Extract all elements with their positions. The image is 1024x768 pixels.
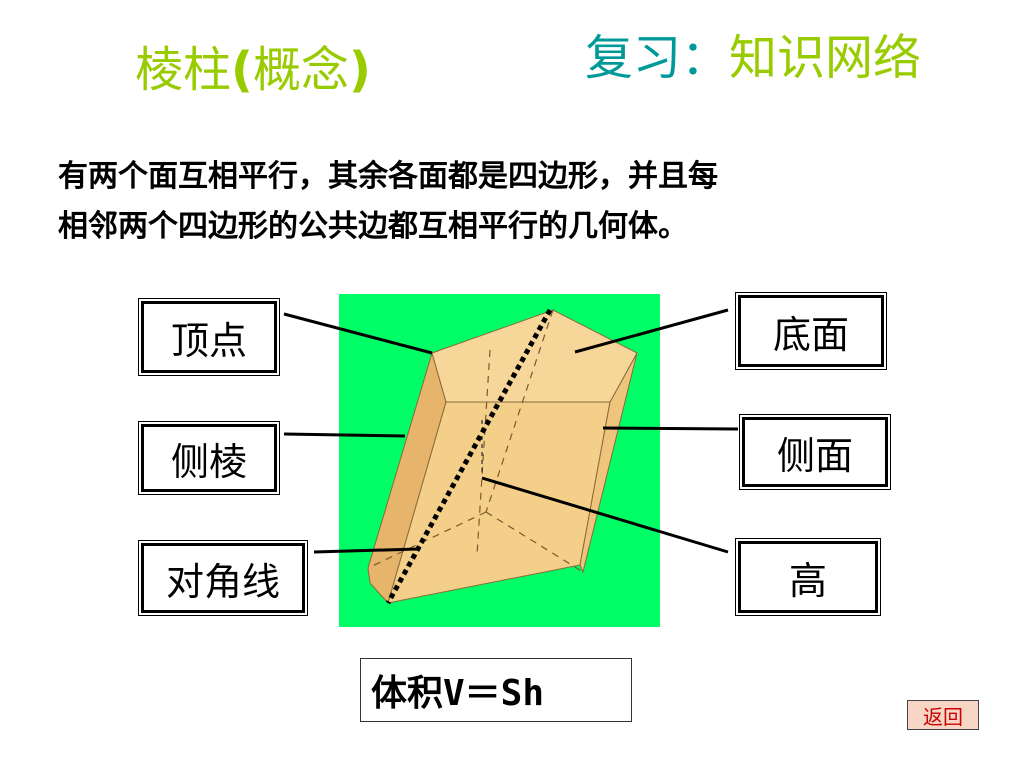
- label-lateral-face: 侧面: [739, 414, 891, 490]
- pointer-vertex: [283, 312, 433, 355]
- label-lateral-edge: 侧棱: [138, 421, 280, 495]
- hidden-edge-4: [485, 511, 584, 573]
- hidden-edge-2: [485, 309, 554, 513]
- definition-text: 有两个面互相平行，其余各面都是四边形，并且每 相邻两个四边形的公共边都互相平行的…: [58, 152, 958, 252]
- definition-line-1: 有两个面互相平行，其余各面都是四边形，并且每: [58, 159, 718, 194]
- volume-formula: 体积V＝Sh: [360, 658, 632, 722]
- label-height: 高: [735, 538, 881, 616]
- title-open-paren: (: [231, 42, 253, 98]
- diagonal-line: [385, 308, 553, 605]
- back-button[interactable]: 返回: [907, 700, 979, 730]
- pointer-lateral-face: [602, 426, 739, 431]
- pointer-diagonal: [313, 547, 419, 554]
- page-title: 棱柱(概念): [135, 30, 435, 110]
- review-heading: 复习：知识网络: [585, 18, 1005, 98]
- hidden-edge-1: [476, 349, 491, 556]
- hidden-edge-3: [367, 511, 487, 569]
- title-word: 概念: [252, 42, 349, 98]
- label-base: 底面: [735, 292, 887, 370]
- label-vertex: 顶点: [138, 298, 280, 376]
- prism-top-face: [431, 309, 638, 403]
- pointer-height: [481, 476, 729, 554]
- label-diagonal: 对角线: [138, 540, 308, 616]
- definition-line-2: 相邻两个四边形的公共边都互相平行的几何体。: [58, 209, 688, 244]
- pointer-base: [574, 308, 729, 354]
- title-prefix: 棱柱: [135, 42, 232, 98]
- pointer-lateral-edge: [283, 432, 406, 438]
- title-close-paren: ): [348, 42, 371, 98]
- review-heading-part1: 复习：: [585, 30, 730, 86]
- review-heading-part2: 知识网络: [729, 30, 922, 86]
